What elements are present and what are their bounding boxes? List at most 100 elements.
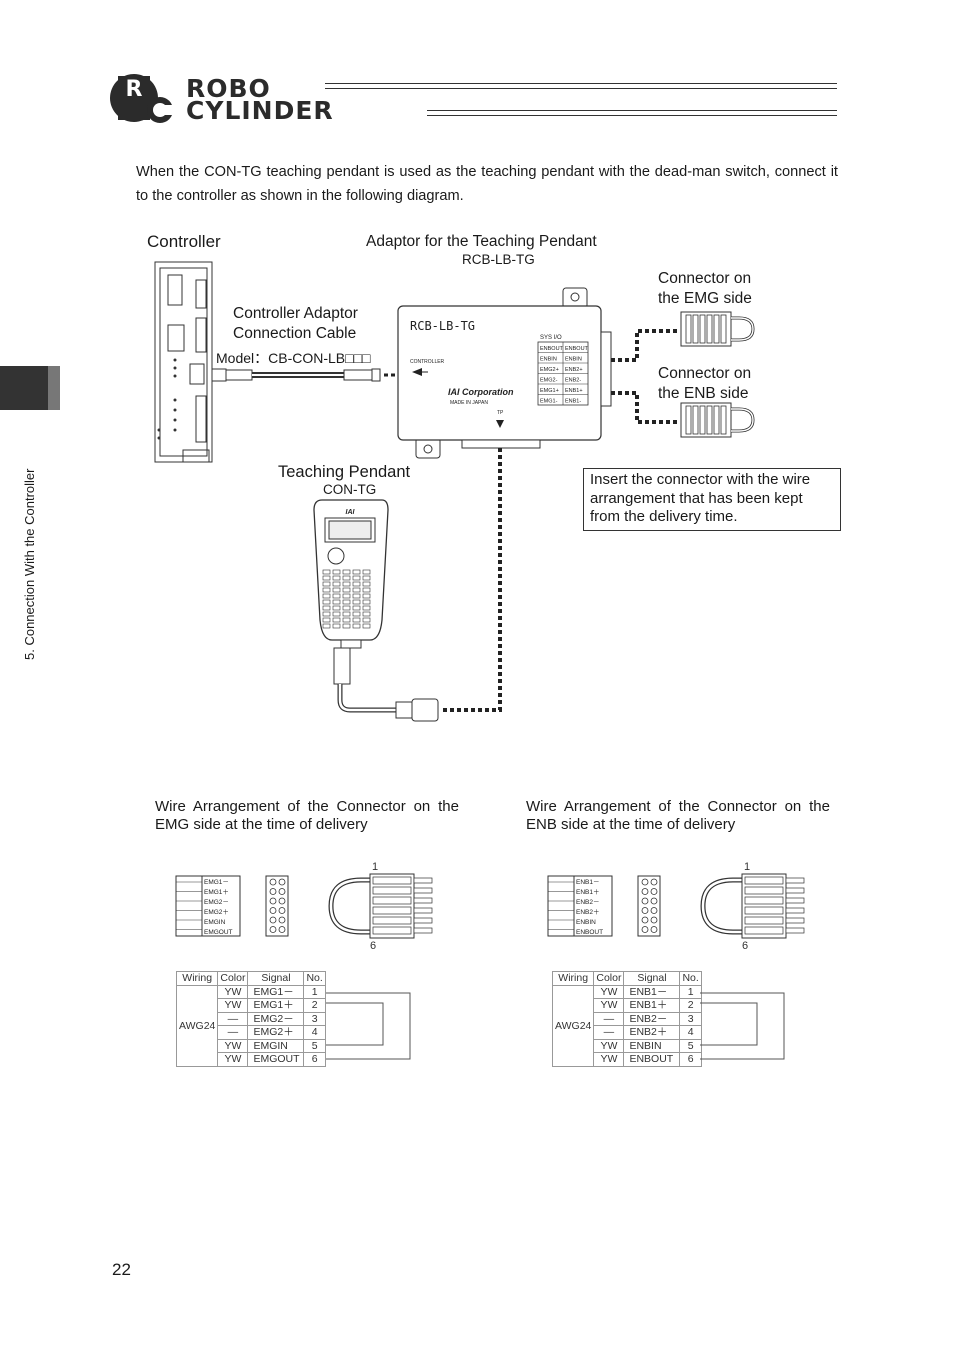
- cable-model: Model：CB-CON-LB□□□: [216, 348, 371, 368]
- color-cell: YW: [217, 998, 249, 1013]
- adaptor-terminal-label: ENB2-: [565, 378, 581, 384]
- enb-connector-label-2: the ENB side: [658, 385, 749, 402]
- color-cell: YW: [593, 998, 625, 1013]
- intro-paragraph: When the CON-TG teaching pendant is used…: [136, 164, 838, 204]
- color-cell: —: [593, 1011, 625, 1026]
- color-cell: —: [217, 1011, 249, 1026]
- adaptor-terminal-label: ENBIN: [565, 357, 582, 363]
- signal-cell: EMG2－: [247, 1011, 305, 1026]
- adaptor-model: RCB-LB-TG: [462, 252, 535, 267]
- teaching-pendant: IAI: [313, 499, 439, 722]
- plug-signal-label: EMG1－: [204, 879, 229, 886]
- signal-cell: ENB1－: [623, 984, 681, 999]
- signal-cell: ENB2＋: [623, 1025, 681, 1040]
- no-cell: 2: [679, 998, 702, 1013]
- adaptor-box: RCB-LB-TG SYS I/O CONTROLLER IAI Corpora…: [397, 287, 612, 459]
- no-cell: 1: [303, 984, 326, 999]
- plug-signal-label: ENB2＋: [576, 908, 599, 916]
- table-header-cell: Color: [217, 971, 249, 986]
- pin-number-bottom: 6: [370, 940, 376, 950]
- color-cell: —: [593, 1025, 625, 1040]
- dotted-wires: [440, 329, 680, 712]
- no-cell: 5: [303, 1038, 326, 1053]
- color-cell: YW: [593, 1052, 625, 1067]
- page-number: 22: [112, 1260, 131, 1279]
- color-cell: YW: [593, 1038, 625, 1053]
- plug-signal-label: EMG2－: [204, 899, 229, 906]
- plug-signal-label: ENBOUT: [576, 929, 603, 936]
- plug-signal-label: EMGIN: [204, 919, 226, 926]
- signal-cell: EMG1＋: [247, 998, 305, 1013]
- cable-model-value: CB-CON-LB□□□: [268, 350, 371, 366]
- table-header-cell: Wiring: [175, 971, 219, 986]
- signal-cell: ENB2－: [623, 1011, 681, 1026]
- no-cell: 4: [679, 1025, 702, 1040]
- enb-connector-plug: [680, 402, 755, 438]
- signal-cell: ENBOUT: [623, 1052, 681, 1067]
- emg-connector-label-2: the EMG side: [658, 290, 752, 307]
- table-row: —EMG2＋4: [177, 1025, 326, 1040]
- adaptor-terminal-label: ENB1-: [565, 399, 581, 405]
- plug-signal-label: ENB1＋: [576, 888, 599, 896]
- adaptor-terminal-label: ENBOUT: [565, 346, 589, 352]
- adaptor-brand: IAI Corporation: [448, 387, 514, 397]
- emg-jumper-lines: [326, 992, 411, 1060]
- header-rule: [427, 115, 837, 116]
- plug-signal-label: ENB2－: [576, 899, 599, 906]
- no-cell: 2: [303, 998, 326, 1013]
- signal-cell: EMGOUT: [247, 1052, 305, 1067]
- pendant-keypad: [322, 569, 371, 629]
- adaptor-controller-port: CONTROLLER: [410, 359, 445, 365]
- adaptor-tp-port: TP: [497, 410, 504, 416]
- color-cell: YW: [217, 1038, 249, 1053]
- adaptor-cable: [211, 368, 402, 382]
- no-cell: 3: [679, 1011, 702, 1026]
- wiring-cell: AWG24: [551, 984, 595, 1067]
- logo-line1: ROBO: [186, 74, 271, 103]
- no-cell: 1: [679, 984, 702, 999]
- table-header-cell: Wiring: [551, 971, 595, 986]
- no-cell: 6: [679, 1052, 702, 1067]
- no-cell: 3: [303, 1011, 326, 1026]
- no-cell: 6: [303, 1052, 326, 1067]
- emg-section-heading: Wire Arrangement of the Connector on the…: [155, 798, 459, 833]
- table-header-cell: No.: [679, 971, 702, 986]
- pin-number-bottom: 6: [742, 940, 748, 950]
- wiring-cell: AWG24: [175, 984, 219, 1067]
- adaptor-sys-io: SYS I/O: [540, 335, 562, 341]
- plug-signal-label: ENBIN: [576, 919, 596, 926]
- pendant-brand: IAI: [346, 509, 356, 516]
- no-cell: 5: [679, 1038, 702, 1053]
- adaptor-terminal-label: EMG2-: [540, 378, 558, 384]
- emg-connector-label-1: Connector on: [658, 270, 752, 287]
- signal-cell: ENB1＋: [623, 998, 681, 1013]
- color-cell: YW: [217, 1052, 249, 1067]
- table-header-cell: Signal: [623, 971, 681, 986]
- signal-cell: EMGIN: [247, 1038, 305, 1053]
- pendant-model: CON-TG: [323, 482, 377, 497]
- adaptor-label: Adaptor for the Teaching Pendant: [366, 233, 597, 250]
- signal-cell: ENBIN: [623, 1038, 681, 1053]
- adaptor-terminal-label: ENBOUT: [540, 346, 564, 352]
- cable-model-prefix: Model：: [216, 350, 269, 366]
- color-cell: YW: [593, 984, 625, 999]
- signal-cell: EMG1－: [247, 984, 305, 999]
- plug-signal-label: EMG1＋: [204, 888, 229, 896]
- header-rule: [427, 110, 837, 111]
- adaptor-face-title: RCB-LB-TG: [410, 319, 475, 333]
- pin-number-top: 1: [744, 861, 750, 873]
- logo-line2: CYLINDER: [186, 96, 334, 125]
- color-cell: —: [217, 1025, 249, 1040]
- header-rule: [325, 88, 837, 89]
